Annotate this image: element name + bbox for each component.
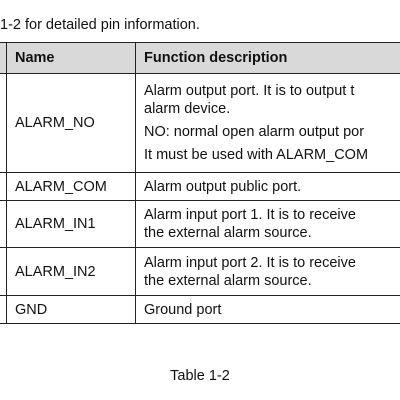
header-name: Name <box>6 42 136 74</box>
function-description: Ground port <box>135 295 400 324</box>
table-row: GND Ground port <box>0 295 400 324</box>
function-description: Alarm input port 1. It is to receive the… <box>135 200 400 248</box>
description-line: alarm device. <box>144 101 231 117</box>
pin-table: Name Function description ALARM_NO Alarm… <box>0 42 400 324</box>
table-row: ALARM_IN2 Alarm input port 2. It is to r… <box>0 247 400 296</box>
description-line: Alarm output port. It is to output t <box>144 83 355 99</box>
table-caption: Table 1-2 <box>170 368 230 384</box>
description-line: Alarm input port 2. It is to receive <box>144 254 356 271</box>
pin-name: ALARM_IN2 <box>6 247 136 296</box>
description-line: Alarm output public port. <box>144 178 302 195</box>
table-row: ALARM_NO Alarm output port. It is to out… <box>0 73 400 173</box>
description-line: the external alarm source. <box>144 272 312 289</box>
table-row: ALARM_COM Alarm output public port. <box>0 172 400 201</box>
pin-name: GND <box>6 295 136 324</box>
function-description: Alarm input port 2. It is to receive the… <box>135 247 400 296</box>
intro-text: 1-2 for detailed pin information. <box>0 17 200 33</box>
pin-name: ALARM_NO <box>6 73 136 173</box>
table-header-row: Name Function description <box>0 42 400 74</box>
pin-name: ALARM_IN1 <box>6 200 136 248</box>
description-line: Alarm input port 1. It is to receive <box>144 207 356 223</box>
function-description: Alarm output port. It is to output t ala… <box>135 73 400 173</box>
description-line: Ground port <box>144 301 222 318</box>
description-line: the external alarm source. <box>144 225 312 241</box>
description-line: It must be used with ALARM_COM <box>144 147 369 163</box>
description-line: NO: normal open alarm output por <box>144 124 365 140</box>
function-description: Alarm output public port. <box>135 172 400 201</box>
table-row: ALARM_IN1 Alarm input port 1. It is to r… <box>0 200 400 248</box>
pin-name: ALARM_COM <box>6 172 136 201</box>
header-function: Function description <box>135 42 400 74</box>
